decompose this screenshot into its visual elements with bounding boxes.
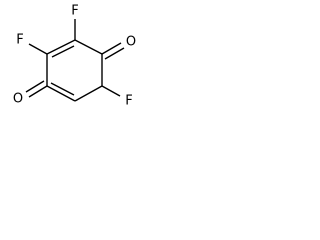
bond-c6-c1-inner: [51, 45, 75, 58]
bond-c6-c1: [46, 39, 76, 55]
bond-c4-c5: [46, 85, 76, 102]
bond-c1-c2: [74, 39, 103, 55]
bond-c2-o-right: [101, 42, 122, 55]
bond-c4-c5-inner: [50, 82, 75, 96]
bond-c2-o-right-second: [104, 47, 125, 60]
trifluorobenzoquinone-structure: F F O O F: [13, 4, 136, 109]
bond-c3-f-bottom-right: [101, 85, 121, 97]
bond-c3-c4: [74, 85, 103, 102]
bond-c5-o-left: [28, 85, 48, 98]
atom-f-bottom-right: F: [125, 94, 132, 109]
atom-f-top: F: [71, 4, 78, 19]
atom-o-left: O: [13, 92, 23, 107]
bond-c6-f-left: [28, 43, 48, 55]
atom-f-left: F: [16, 33, 23, 48]
atom-o-right: O: [126, 35, 136, 50]
bond-c5-o-left-second: [25, 80, 45, 93]
